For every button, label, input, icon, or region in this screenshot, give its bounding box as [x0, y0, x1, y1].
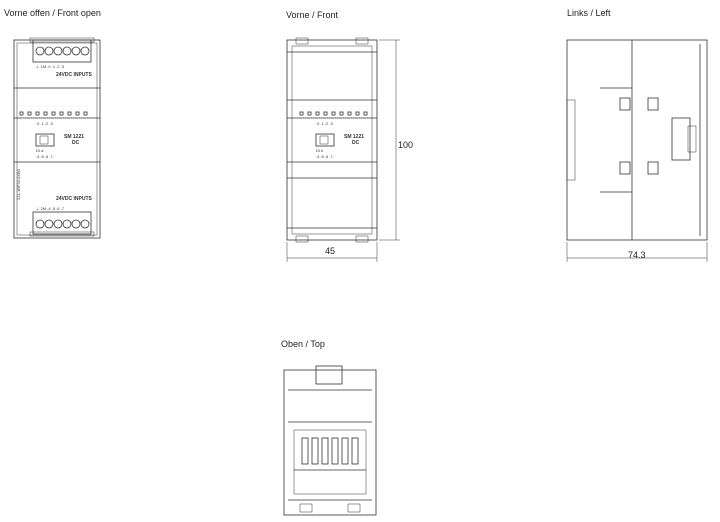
width-dimension-label: 45: [325, 246, 335, 256]
front-led-row: [299, 111, 368, 116]
front-open-view: ⊥ 1M .0 .1 .2 .3 24VDC INPUTS .0 .1 .2 .…: [13, 37, 101, 239]
top-view-tab: [315, 365, 343, 385]
front-group-label: DI b: [316, 148, 324, 153]
front-open-channel-row-b: .4 .5 .6 .7: [36, 154, 53, 159]
front-open-group-label: DI a: [36, 148, 44, 153]
front-open-part-number: 221-1BF32-0XB0: [16, 168, 21, 200]
left-view: 74.3: [566, 39, 708, 262]
top-terminal-block: [32, 39, 92, 63]
height-dimension: [379, 39, 400, 241]
left-latch-top: [619, 97, 631, 111]
left-latch-top-2: [647, 97, 659, 111]
top-terminal-screws: [35, 46, 90, 56]
top-view-terminals: [301, 437, 359, 465]
front-open-module-type: DC: [72, 140, 80, 146]
left-latch-bottom-2: [647, 161, 659, 175]
view-title-front-open: Vorne offen / Front open: [4, 8, 101, 18]
view-title-front: Vorne / Front: [286, 10, 339, 20]
led-row-top: [19, 111, 88, 116]
front-module-name: SM 1221: [344, 134, 364, 140]
view-title-left: Links / Left: [567, 8, 611, 18]
front-open-channel-row-a: .0 .1 .2 .3: [36, 121, 53, 126]
view-title-top: Oben / Top: [281, 339, 325, 349]
bottom-terminal-block: [32, 211, 92, 235]
left-connector: [671, 117, 691, 161]
front-view: .0 .1 .2 .3 SM 1221 DC DI b .4 .5 .6 .7 …: [286, 37, 413, 262]
top-terminal-pin-labels: ⊥ 1M .0 .1 .2 .3: [36, 64, 65, 69]
front-channel-row-b: .4 .5 .6 .7: [316, 154, 333, 159]
top-view: [283, 365, 377, 516]
front-module-type: DC: [352, 140, 360, 146]
front-open-window: [35, 133, 55, 147]
left-latch-bottom: [619, 161, 631, 175]
bottom-terminal-pin-labels: ⊥ 2M .4 .5 .6 .7: [36, 206, 65, 211]
front-window: [315, 133, 335, 147]
bottom-terminal-screws: [35, 219, 90, 229]
front-open-module-name: SM 1221: [64, 134, 84, 140]
top-terminal-label: 24VDC INPUTS: [56, 72, 93, 78]
height-dimension-label: 100: [398, 140, 413, 150]
depth-dimension: [566, 242, 708, 262]
width-dimension: [286, 242, 378, 262]
front-channel-row-a: .0 .1 .2 .3: [316, 121, 333, 126]
depth-dimension-label: 74.3: [628, 250, 646, 260]
bottom-terminal-label: 24VDC INPUTS: [56, 196, 93, 202]
